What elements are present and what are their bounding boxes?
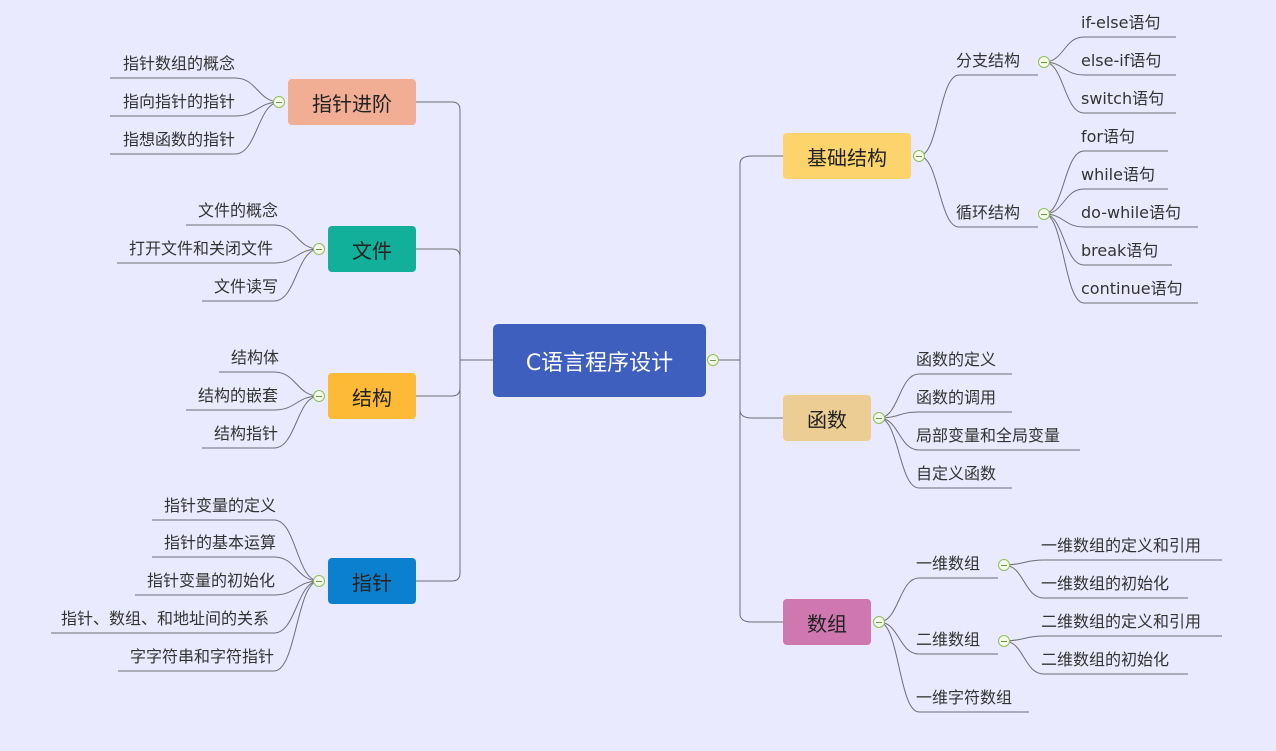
leaf-connector (1043, 36, 1085, 63)
leaf-connector (918, 155, 960, 228)
leaf-break[interactable]: break语句 (1081, 241, 1159, 260)
2d-array-collapse-icon[interactable] (998, 635, 1010, 647)
leaf-connector (878, 621, 920, 655)
leaf-connector (1043, 61, 1085, 114)
root-right-branch (739, 360, 783, 419)
leaf-connector (1043, 188, 1085, 215)
leaf-pointer-to-pointer[interactable]: 指向指针的指针 (123, 92, 236, 111)
topic-array[interactable]: 数组 (783, 599, 871, 645)
leaf-struct-nesting[interactable]: 结构的嵌套 (198, 386, 279, 405)
root-right-branch (739, 155, 783, 360)
topic-pointer[interactable]: 指针 (328, 558, 416, 604)
group-loop-structure[interactable]: 循环结构 (956, 203, 1021, 222)
basic-structure-collapse-icon[interactable] (913, 150, 925, 162)
topic-pointer-advanced[interactable]: 指针进阶 (288, 79, 416, 125)
leaf-function-def[interactable]: 函数的定义 (916, 350, 997, 369)
leaf-function-pointer[interactable]: 指想函数的指针 (123, 130, 236, 149)
leaf-connector (1003, 559, 1045, 566)
leaf-connector (878, 417, 920, 451)
struct-collapse-icon[interactable] (313, 390, 325, 402)
leaf-connector (1043, 150, 1085, 215)
root-left-branch (416, 101, 461, 360)
leaf-connector (878, 621, 920, 713)
leaf-connector (878, 577, 920, 623)
leaf-struct-pointer[interactable]: 结构指针 (214, 424, 279, 443)
topic-file[interactable]: 文件 (328, 226, 416, 272)
leaf-connector (273, 580, 320, 672)
leaf-1d-def-ref[interactable]: 一维数组的定义和引用 (1041, 536, 1202, 555)
group-2d-array[interactable]: 二维数组 (916, 630, 981, 649)
leaf-file-read-write[interactable]: 文件读写 (214, 277, 279, 296)
leaf-connector (273, 395, 320, 449)
leaf-2d-def-ref[interactable]: 二维数组的定义和引用 (1041, 612, 1202, 631)
loop-collapse-icon[interactable] (1038, 208, 1050, 220)
leaf-connector (273, 580, 320, 634)
root-left-branch (416, 360, 461, 397)
leaf-pointer-array-concept[interactable]: 指针数组的概念 (123, 54, 236, 73)
function-collapse-icon[interactable] (873, 412, 885, 424)
leaf-connector (1043, 213, 1085, 304)
pointer-advanced-collapse-icon[interactable] (273, 96, 285, 108)
leaf-pointer-init[interactable]: 指针变量的初始化 (147, 571, 276, 590)
array-collapse-icon[interactable] (873, 616, 885, 628)
leaf-char-array[interactable]: 一维字符数组 (916, 688, 1013, 707)
leaf-connector (273, 519, 320, 582)
leaf-else-if[interactable]: else-if语句 (1081, 51, 1162, 70)
branch-collapse-icon[interactable] (1038, 56, 1050, 68)
root-topic[interactable]: C语言程序设计 (493, 324, 706, 397)
leaf-connector (273, 371, 320, 397)
leaf-connector (878, 417, 920, 489)
leaf-for[interactable]: for语句 (1081, 127, 1136, 146)
leaf-continue[interactable]: continue语句 (1081, 279, 1183, 298)
leaf-struct-body[interactable]: 结构体 (231, 348, 280, 367)
leaf-local-global-var[interactable]: 局部变量和全局变量 (916, 426, 1061, 445)
pointer-collapse-icon[interactable] (313, 575, 325, 587)
root-left-branch (416, 248, 461, 360)
group-branch-structure[interactable]: 分支结构 (956, 51, 1021, 70)
leaf-pointer-var-def[interactable]: 指针变量的定义 (164, 496, 277, 515)
leaf-connector (878, 373, 920, 419)
leaf-connector (273, 224, 320, 250)
root-collapse-icon[interactable] (707, 354, 719, 366)
leaf-connector (1003, 564, 1045, 599)
leaf-switch[interactable]: switch语句 (1081, 89, 1165, 108)
1d-array-collapse-icon[interactable] (998, 559, 1010, 571)
root-left-branch (416, 360, 461, 582)
leaf-string-pointer[interactable]: 字字符串和字符指针 (130, 647, 275, 666)
leaf-pointer-array-address[interactable]: 指针、数组、和地址间的关系 (61, 609, 270, 628)
file-collapse-icon[interactable] (313, 243, 325, 255)
group-1d-array[interactable]: 一维数组 (916, 554, 981, 573)
topic-basic-structure[interactable]: 基础结构 (783, 133, 911, 179)
leaf-connector (878, 411, 920, 419)
leaf-do-while[interactable]: do-while语句 (1081, 203, 1181, 222)
topic-struct[interactable]: 结构 (328, 373, 416, 419)
root-right-branch (739, 360, 783, 623)
leaf-connector (273, 248, 320, 302)
topic-function[interactable]: 函数 (783, 395, 871, 441)
leaf-1d-init[interactable]: 一维数组的初始化 (1041, 574, 1170, 593)
leaf-file-open-close[interactable]: 打开文件和关闭文件 (129, 239, 274, 258)
leaf-connector (273, 556, 320, 582)
leaf-file-concept[interactable]: 文件的概念 (198, 201, 279, 220)
leaf-pointer-ops[interactable]: 指针的基本运算 (164, 533, 277, 552)
leaf-while[interactable]: while语句 (1081, 165, 1155, 184)
leaf-connector (234, 101, 281, 155)
leaf-if-else[interactable]: if-else语句 (1081, 13, 1161, 32)
leaf-function-call[interactable]: 函数的调用 (916, 388, 997, 407)
leaf-2d-init[interactable]: 二维数组的初始化 (1041, 650, 1170, 669)
leaf-connector (1003, 640, 1045, 675)
leaf-custom-function[interactable]: 自定义函数 (916, 464, 997, 483)
leaf-connector (918, 74, 960, 157)
leaf-connector (1003, 635, 1045, 642)
